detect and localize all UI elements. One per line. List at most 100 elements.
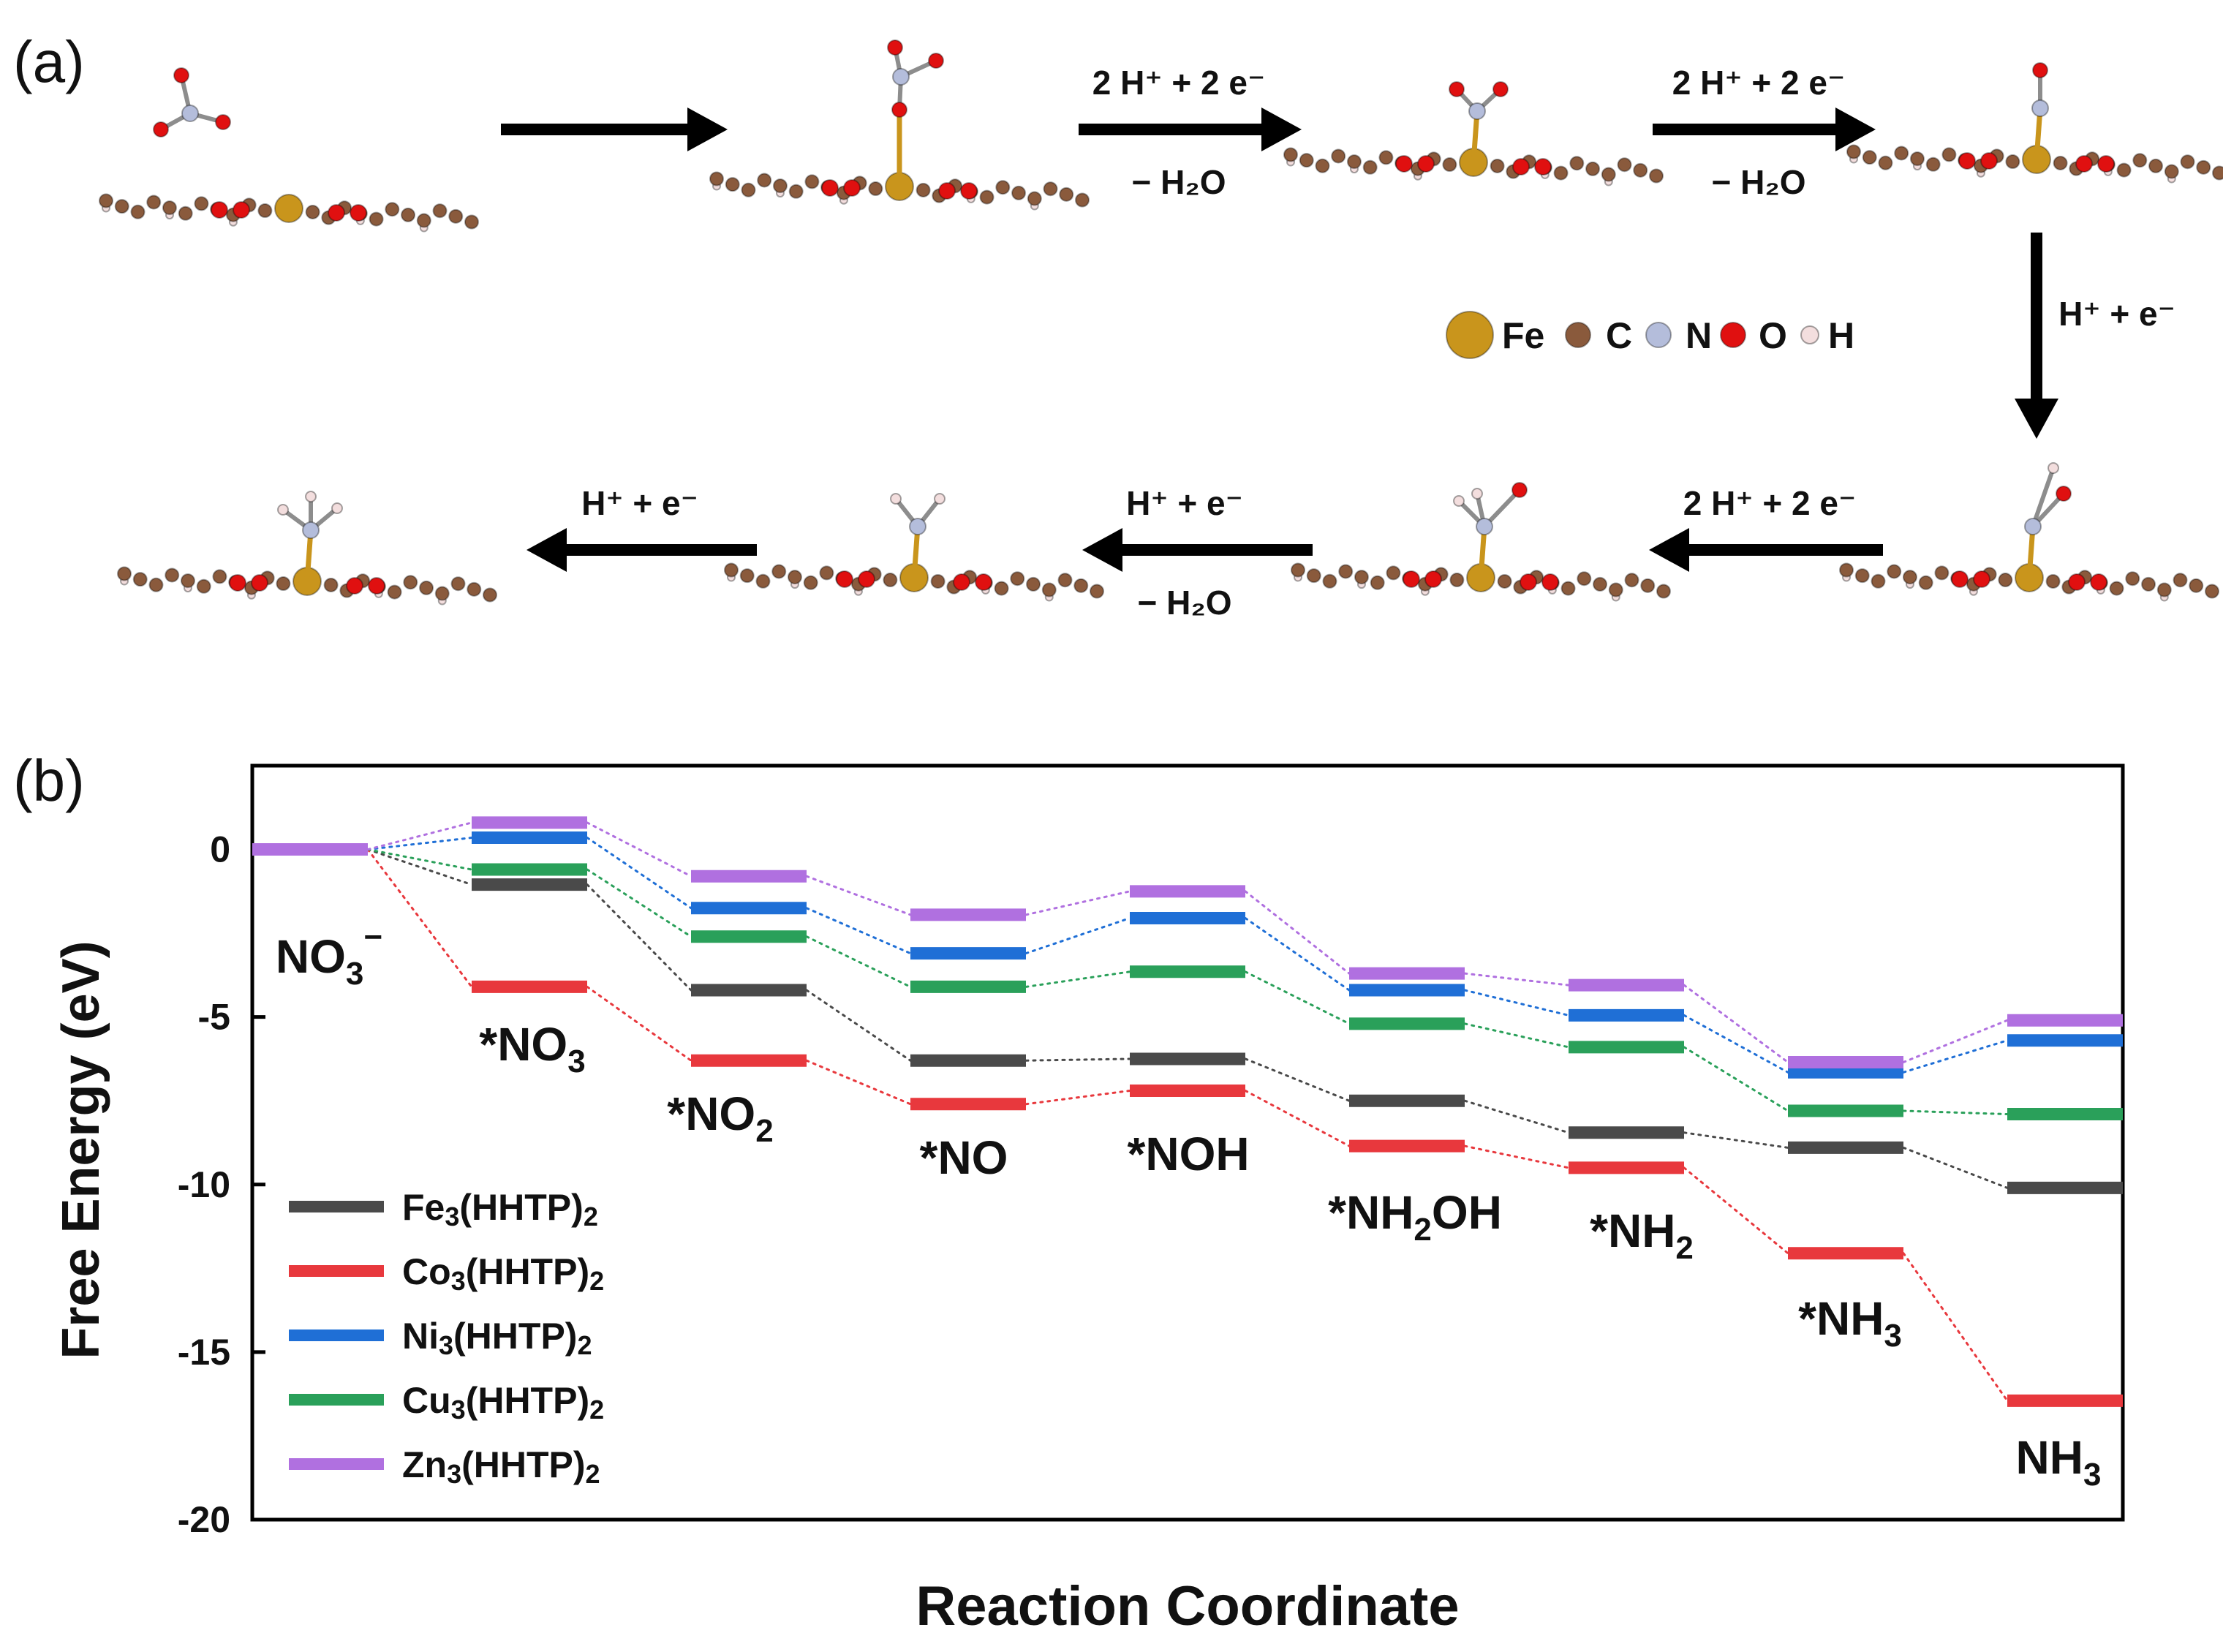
state-label-main: *NO (920, 1131, 1008, 1184)
carbon-atom (1633, 162, 1648, 178)
carbon-atom (1315, 158, 1330, 173)
carbon-atom (1909, 151, 1925, 167)
oxygen-atom (821, 179, 839, 197)
carbon-atom (2156, 582, 2172, 597)
connector-line (1024, 970, 1131, 988)
x-axis-title: Reaction Coordinate (916, 1575, 1459, 1637)
connector-line (366, 837, 473, 851)
connector-line (1683, 1131, 1789, 1149)
legend-text: (HHTP) (461, 1444, 585, 1485)
connector-line (1902, 1109, 2009, 1116)
state-label-subscript: 2 (755, 1113, 773, 1149)
y-tick-label: -15 (178, 1332, 230, 1373)
connector-line (366, 848, 473, 871)
carbon-atom (1894, 146, 1909, 161)
legend-subscript: 3 (439, 1330, 453, 1360)
carbon-atom (369, 211, 384, 227)
series-1 (366, 848, 2009, 1189)
bond (1482, 488, 1522, 529)
arrow-head (526, 528, 567, 572)
oxygen-atom (1449, 81, 1465, 97)
state-label: *NOH (1127, 1128, 1249, 1180)
legend-fe: Fe (1446, 311, 1544, 359)
carbon-atom (757, 173, 772, 188)
connector-line (586, 883, 692, 992)
legend-marker (1565, 322, 1591, 348)
panel-a-letter: (a) (13, 29, 85, 94)
series-4 (366, 848, 2009, 1116)
oxygen-atom (211, 201, 228, 219)
carbon-atom (1057, 573, 1073, 588)
step-condition-label: 2 H⁺ + 2 e⁻ (1683, 484, 1857, 522)
carbon-atom (994, 581, 1009, 596)
arrow-head (1082, 528, 1122, 572)
connector-line (805, 935, 912, 988)
legend-subscript: 2 (589, 1395, 604, 1425)
step-arrow-5: 2 H⁺ + 2 e⁻ (1649, 484, 1883, 572)
carbon-atom (1370, 575, 1385, 590)
carbon-atom (930, 573, 946, 589)
carbon-atom (1577, 571, 1592, 587)
carbon-atom (276, 576, 291, 592)
oxygen-atom (975, 573, 992, 591)
oxygen-atom (928, 53, 944, 69)
step-arrow-7: H⁺ + e⁻ (526, 484, 757, 572)
hydrogen-atom (1453, 495, 1465, 507)
step-condition-label: H⁺ + e⁻ (1126, 484, 1243, 522)
carbon-atom (385, 202, 400, 217)
hydrogen-atom (331, 502, 343, 514)
hydrogen-atom (890, 493, 902, 505)
state-label: *NH2OH (1328, 1186, 1502, 1248)
carbon-atom (401, 207, 416, 222)
oxygen-atom (1424, 570, 1442, 588)
carbon-atom (464, 214, 479, 230)
carbon-atom (1010, 571, 1025, 587)
oxygen-atom (251, 574, 268, 592)
carbon-atom (1306, 568, 1321, 584)
carbon-atom (916, 182, 931, 197)
connector-line (1024, 890, 1131, 916)
oxygen-atom (1492, 81, 1509, 97)
legend-subscript: 2 (584, 1202, 598, 1232)
state-label: *NH2 (1590, 1204, 1694, 1266)
carbon-atom (1854, 568, 1870, 584)
carbon-atom (178, 205, 193, 221)
connector-line (1463, 1099, 1570, 1134)
plot-frame (250, 763, 2125, 1522)
legend-label: C (1606, 315, 1632, 356)
oxygen-atom (1520, 573, 1537, 591)
connector-line (805, 907, 912, 955)
carbon-atom (1322, 573, 1337, 589)
legend-subscript: 3 (451, 1266, 466, 1296)
carbon-atom (2212, 165, 2223, 181)
carbon-atom (1839, 562, 1854, 578)
carbon-atom (2116, 162, 2132, 178)
carbon-atom (1386, 565, 1401, 581)
oxygen-atom (938, 182, 956, 200)
series-3 (366, 837, 2009, 1074)
oxygen-atom (1951, 570, 1969, 588)
legend-subscript: 3 (451, 1395, 466, 1425)
carbon-atom (1998, 573, 2013, 588)
oxygen-atom (1973, 570, 1990, 588)
carbon-atom (467, 581, 482, 597)
oxygen-atom (887, 39, 903, 56)
hydrogen-atom (2047, 462, 2059, 474)
oxygen-atom (1980, 152, 1998, 170)
oxygen-atom (1395, 155, 1413, 173)
carbon-atom (883, 573, 898, 588)
carbon-atom (1871, 573, 1886, 589)
carbon-atom (2141, 576, 2156, 592)
y-tick-label: 0 (210, 829, 230, 870)
legend-subscript: 2 (586, 1459, 600, 1489)
nitrogen-atom (1468, 102, 1486, 120)
carbon-atom (1041, 582, 1057, 597)
legend-label: Fe (1502, 315, 1544, 356)
oxygen-atom (1512, 158, 1530, 176)
legend-series-label: Fe3(HHTP)2 (402, 1187, 598, 1232)
carbon-atom (148, 577, 164, 592)
step-arrow-1 (501, 108, 728, 151)
carbon-atom (1299, 153, 1314, 168)
fe-n-bond (1471, 110, 1480, 163)
oxygen-atom (2090, 573, 2107, 591)
